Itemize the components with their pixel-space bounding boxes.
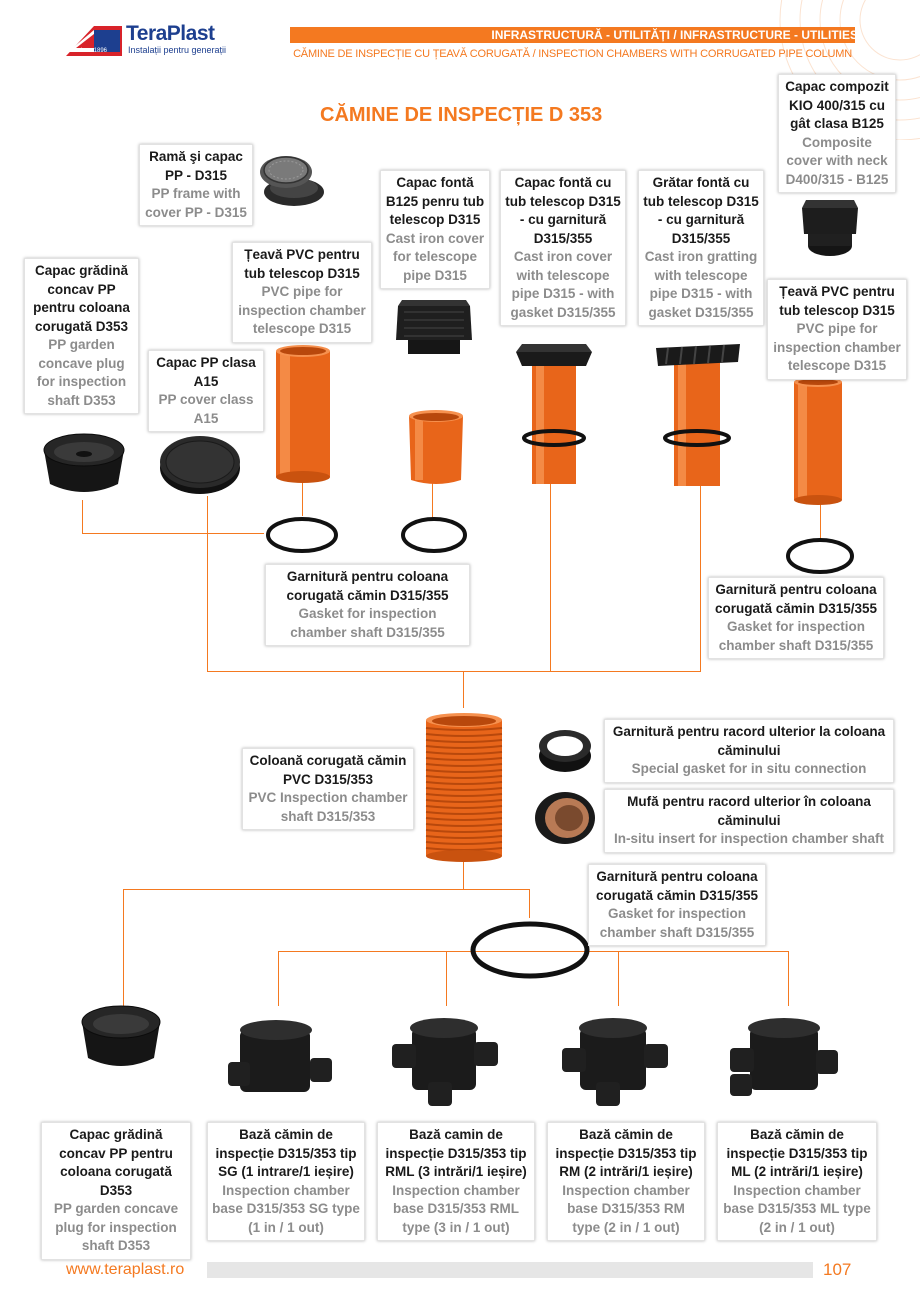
- label-cast-iron-cover-b125: Capac fontă B125 penru tub telescop D315…: [380, 170, 490, 289]
- label-cast-iron-grating: Grătar fontă cu tub telescop D315 - cu g…: [638, 170, 764, 326]
- label-gasket-low: Garnitură pentru coloana corugată cămin …: [588, 864, 766, 946]
- teraplast-logo: since 1896 TeraPlast Instalații pentru g…: [66, 22, 236, 58]
- label-base-rml: Bază camin de inspecție D315/353 tip RML…: [377, 1122, 535, 1241]
- label-gasket-right: Garnitură pentru coloana corugată cămin …: [708, 577, 884, 659]
- page-number: 107: [823, 1260, 852, 1279]
- garden-plug-bottom-image: [81, 1005, 161, 1066]
- label-garden-plug-top: Capac grădină concav PP pentru coloana c…: [24, 258, 139, 414]
- garden-plug-image: [43, 433, 125, 492]
- section-title: INFRASTRUCTURĂ - UTILITĂȚI / INFRASTRUCT…: [491, 28, 858, 42]
- label-base-rm: Bază cămin de inspecție D315/353 tip RM …: [547, 1122, 705, 1241]
- logo-since: since 1896: [78, 48, 108, 54]
- gasket-ring-4-image: [470, 921, 590, 979]
- cast-iron-cover-telescope-image: [516, 344, 592, 484]
- logo-tagline: Instalații pentru generații: [128, 45, 227, 55]
- cast-iron-grating-telescope-image: [656, 344, 740, 486]
- label-cast-iron-cover-telescope: Capac fontă cu tub telescop D315 - cu ga…: [500, 170, 626, 326]
- composite-cover-image: [802, 200, 858, 256]
- label-gasket-mid: Garnitură pentru coloana corugată cămin …: [265, 564, 470, 646]
- special-gasket-image: [539, 730, 591, 772]
- base-rm-image: [562, 1018, 668, 1106]
- base-ml-image: [730, 1018, 838, 1096]
- decorative-arcs: [779, 0, 920, 140]
- base-sg-image: [228, 1020, 332, 1092]
- gasket-ring-3-image: [786, 538, 854, 574]
- label-special-gasket: Garnitură pentru racord ulterior la colo…: [604, 719, 894, 783]
- footer-bar: [207, 1262, 813, 1278]
- header-bar: [290, 27, 855, 43]
- pvc-pipe-left-image: [276, 345, 330, 483]
- cast-iron-cover-b125-image: [396, 300, 472, 354]
- gasket-ring-1-image: [266, 517, 338, 553]
- pp-frame-cover-image: [260, 156, 324, 206]
- footer-url[interactable]: www.teraplast.ro: [66, 1261, 185, 1278]
- label-garden-plug-bottom: Capac grădină concav PP pentru coloana c…: [41, 1122, 191, 1260]
- logo-roof-icon: [66, 26, 122, 56]
- base-rml-image: [392, 1018, 498, 1106]
- gasket-ring-2-image: [401, 517, 467, 553]
- corrugated-shaft-image: [425, 713, 503, 862]
- label-base-sg: Bază cămin de inspecție D315/353 tip SG …: [207, 1122, 365, 1241]
- logo-name: TeraPlast: [126, 22, 215, 45]
- subsection-title: CĂMINE DE INSPECȚIE CU ȚEAVĂ CORUGATĂ / …: [293, 48, 852, 60]
- telescope-pipe-short-image: [409, 410, 463, 484]
- label-base-ml: Bază cămin de inspecție D315/353 tip ML …: [717, 1122, 877, 1241]
- pp-cover-a15-image: [160, 436, 240, 494]
- label-in-situ-insert: Mufă pentru racord ulterior în coloana c…: [604, 789, 894, 853]
- label-composite-cover: Capac compozit KIO 400/315 cu gât clasa …: [778, 74, 896, 193]
- pvc-pipe-right-image: [794, 377, 842, 505]
- page-title: CĂMINE DE INSPECȚIE D 353: [320, 104, 603, 126]
- in-situ-insert-image: [535, 792, 595, 844]
